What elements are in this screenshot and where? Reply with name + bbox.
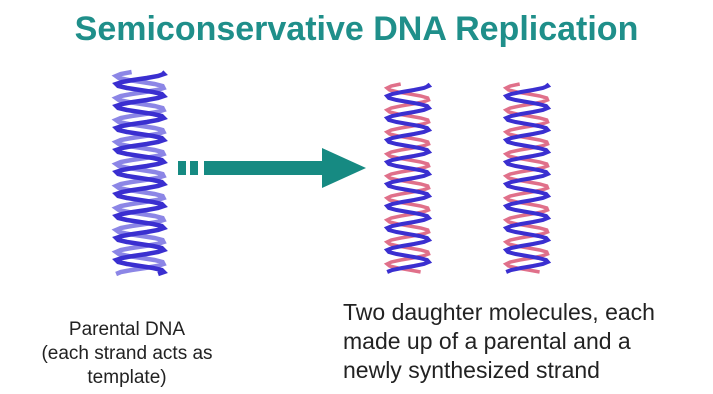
daughter-dna-helix-1 [373, 80, 443, 276]
daughter-molecules-caption: Two daughter molecules, each made up of … [343, 298, 713, 385]
daughter-caption-line-1: Two daughter molecules, each [343, 298, 713, 327]
arrow-shaft [204, 161, 326, 175]
replication-arrow [176, 146, 376, 196]
arrow-dash-2 [190, 161, 198, 175]
parental-caption-line-3: template) [22, 366, 232, 390]
parental-caption-line-1: Parental DNA [22, 318, 232, 342]
arrow-head [322, 148, 366, 188]
diagram-title: Semiconservative DNA Replication [0, 10, 713, 49]
parental-dna-caption: Parental DNA (each strand acts as templa… [22, 318, 232, 390]
daughter-dna-helix-2 [492, 80, 562, 276]
parental-caption-line-2: (each strand acts as [22, 342, 232, 366]
daughter-caption-line-3: newly synthesized strand [343, 356, 713, 385]
daughter-caption-line-2: made up of a parental and a [343, 327, 713, 356]
parental-dna-helix [100, 68, 180, 278]
arrow-dash-1 [178, 161, 186, 175]
